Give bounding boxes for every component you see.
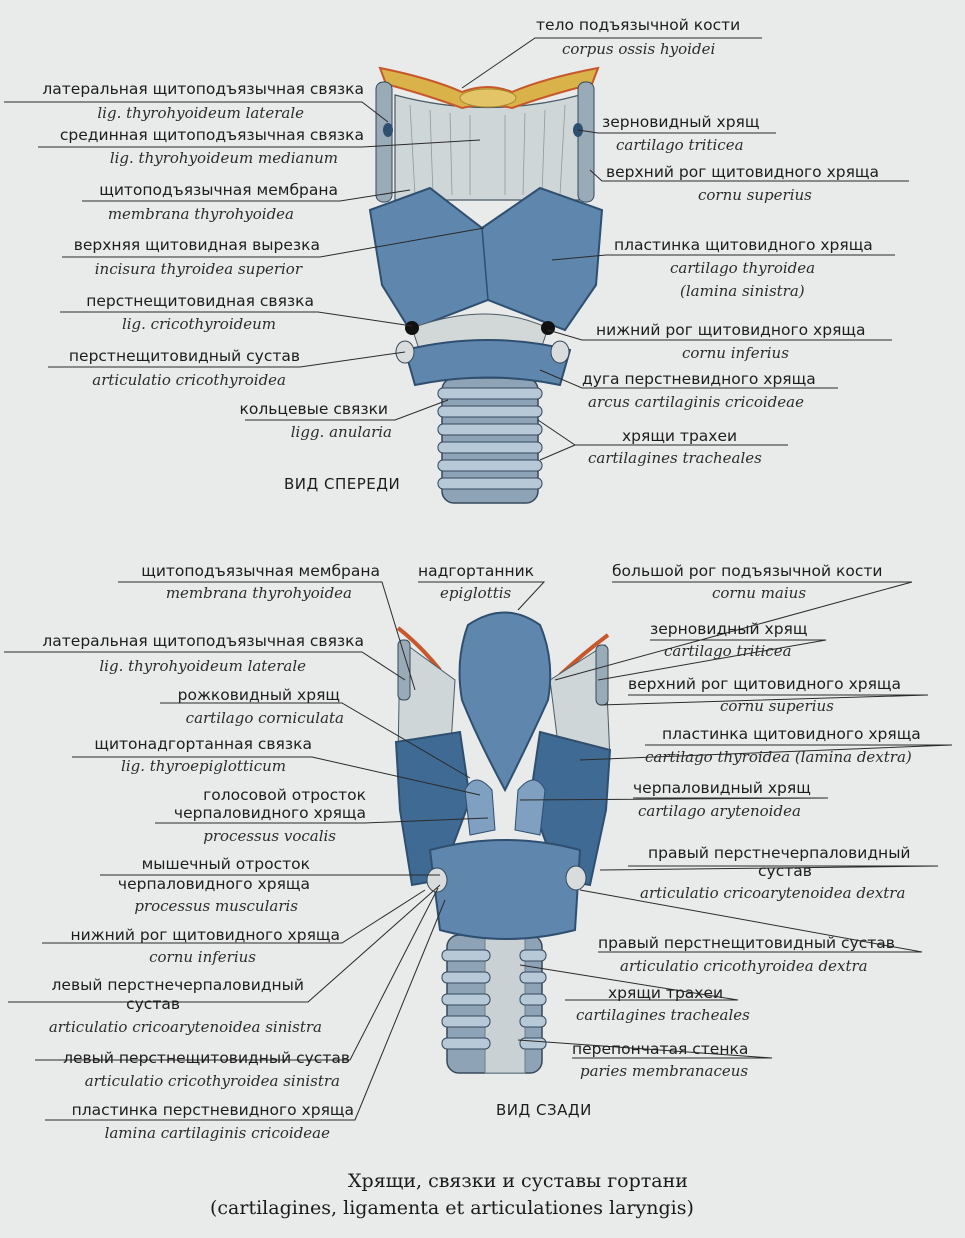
label-back-membrana-la: membrana thyrohyoidea	[165, 584, 352, 602]
label-back-lamina-dextra-la: cartilago thyroidea (lamina dextra)	[645, 748, 912, 766]
label-front-membrana-ru: щитоподъязычная мембрана	[99, 181, 338, 199]
label-front-cornu-inf-la: cornu inferius	[682, 344, 789, 362]
label-back-cornu-maius-la: cornu maius	[712, 584, 807, 602]
label-back-crico-aryt-dex-ru2: сустав	[758, 862, 812, 880]
label-back-lig-lat-la: lig. thyrohyoideum laterale	[99, 657, 306, 675]
label-front-cornu-sup-ru: верхний рог щитовидного хряща	[606, 163, 879, 181]
label-back-membrana-ru: щитоподъязычная мембрана	[141, 562, 380, 580]
label-back-cricothyr-sin-la: articulatio cricothyroidea sinistra	[84, 1072, 340, 1090]
label-front-cornu-inf-ru: нижний рог щитовидного хряща	[596, 321, 866, 339]
cricoid-arch-front	[403, 339, 572, 387]
label-back-cricothyr-sin-ru: левый перстнещитовидный сустав	[63, 1049, 350, 1067]
label-front-incisura-la: incisura thyroidea superior	[94, 260, 302, 278]
label-back-crico-aryt-dex-la: articulatio cricoarytenoidea dextra	[640, 884, 906, 902]
front-view-label: ВИД СПЕРЕДИ	[284, 475, 401, 493]
label-back-crico-aryt-sin-la: articulatio cricoarytenoidea sinistra	[48, 1018, 322, 1036]
label-front-corpus-ru: тело подъязычной кости	[536, 16, 741, 34]
label-front-triticea-la: cartilago triticea	[616, 136, 744, 154]
label-front-corpus-la: corpus ossis hyoidei	[562, 40, 716, 58]
label-back-muscularis-la: processus muscularis	[134, 897, 298, 915]
label-front-cricothyr-lig-la: lig. cricothyroideum	[121, 315, 276, 333]
label-front-cornu-sup-la: cornu superius	[698, 186, 812, 204]
label-back-vocalis-la: processus vocalis	[203, 827, 336, 845]
hyoid-body-front	[378, 66, 600, 110]
label-front-cricothyr-lig-ru: перстнещитовидная связка	[86, 292, 314, 310]
label-back-corniculata-la: cartilago corniculata	[185, 709, 344, 727]
label-back-lamina-cric-ru: пластинка перстневидного хряща	[71, 1101, 354, 1119]
label-back-membranaceus-la: paries membranaceus	[580, 1062, 749, 1080]
label-back-cornu-inf-la: cornu inferius	[149, 948, 256, 966]
epiglottis-shape	[458, 611, 552, 793]
label-back-tracheales-ru: хрящи трахеи	[608, 984, 724, 1002]
label-front-lamina-ru: пластинка щитовидного хряща	[614, 236, 873, 254]
cricoid-lamina-back	[428, 839, 582, 940]
label-front-anularia-la: ligg. anularia	[290, 423, 392, 441]
label-back-tracheales-la: cartilagines tracheales	[576, 1006, 750, 1024]
label-front-membrana-la: membrana thyrohyoidea	[107, 205, 294, 223]
front-leader-lines	[4, 37, 909, 461]
label-back-cricothyr-dex-la: articulatio cricothyroidea dextra	[620, 957, 868, 975]
label-front-cricothyr-art-la: articulatio cricothyroidea	[92, 371, 286, 389]
label-back-thyroepi-la: lig. thyroepiglotticum	[121, 757, 286, 775]
label-front-arcus-ru: дуга перстневидного хряща	[582, 370, 816, 388]
label-back-thyroepi-ru: щитонадгортанная связка	[94, 735, 312, 753]
label-front-lig-lat-ru: латеральная щитоподъязычная связка	[42, 80, 364, 98]
label-back-epiglottis-la: epiglottis	[440, 584, 512, 602]
label-back-triticea-ru: зерновидный хрящ	[650, 620, 808, 638]
label-back-lig-lat-ru: латеральная щитоподъязычная связка	[42, 632, 364, 650]
label-back-triticea-la: cartilago triticea	[664, 642, 792, 660]
label-front-tracheales-la: cartilagines tracheales	[588, 449, 762, 467]
label-front-lig-lat-la: lig. thyrohyoideum laterale	[97, 104, 304, 122]
label-front-lig-med-ru: срединная щитоподъязычная связка	[59, 126, 364, 144]
back-leader-lines	[4, 581, 953, 1121]
label-back-epiglottis-ru: надгортанник	[418, 562, 535, 580]
label-back-vocalis-ru2: черпаловидного хряща	[173, 804, 366, 822]
label-front-lamina-la2: (lamina sinistra)	[680, 282, 805, 300]
label-front-anularia-ru: кольцевые связки	[239, 400, 388, 418]
caption-line-1: Хрящи, связки и суставы гортани	[348, 1170, 688, 1192]
label-back-cricothyr-dex-ru: правый перстнещитовидный сустав	[598, 934, 895, 952]
label-back-cornu-sup-ru: верхний рог щитовидного хряща	[628, 675, 901, 693]
caption-line-2: (cartilagines, ligamenta et articulation…	[210, 1197, 694, 1219]
label-front-arcus-la: arcus cartilaginis cricoideae	[588, 393, 804, 411]
label-back-vocalis-ru: голосовой отросток	[203, 786, 366, 804]
label-front-triticea-ru: зерновидный хрящ	[602, 113, 760, 131]
label-front-lamina-la: cartilago thyroidea	[670, 259, 816, 277]
label-back-crico-aryt-sin-ru: левый перстнечерпаловидный	[51, 976, 304, 994]
label-back-membranaceus-ru: перепончатая стенка	[572, 1040, 749, 1058]
back-view-drawing	[394, 611, 612, 1074]
front-view-drawing	[368, 66, 604, 504]
label-back-cornu-inf-ru: нижний рог щитовидного хряща	[70, 926, 341, 944]
label-back-cornu-sup-la: cornu superius	[720, 697, 834, 715]
label-back-muscularis-ru: мышечный отросток	[141, 855, 310, 873]
label-front-tracheales-ru: хрящи трахеи	[622, 427, 738, 445]
label-back-corniculata-ru: рожковидный хрящ	[177, 686, 340, 704]
back-view-label: ВИД СЗАДИ	[496, 1101, 592, 1119]
label-back-muscularis-ru2: черпаловидного хряща	[117, 875, 310, 893]
trachea-front	[437, 377, 543, 504]
label-back-crico-aryt-dex-ru: правый перстнечерпаловидный	[648, 844, 911, 862]
label-front-cricothyr-art-ru: перстнещитовидный сустав	[68, 347, 300, 365]
label-back-crico-aryt-sin-ru2: сустав	[126, 995, 180, 1013]
label-front-lig-med-la: lig. thyrohyoideum medianum	[109, 149, 338, 167]
label-front-incisura-ru: верхняя щитовидная вырезка	[73, 236, 320, 254]
thyrohyoid-membrane-front	[394, 94, 581, 201]
label-back-arytenoidea-la: cartilago arytenoidea	[638, 802, 801, 820]
label-back-lamina-dextra-ru: пластинка щитовидного хряща	[662, 725, 921, 743]
label-back-arytenoidea-ru: черпаловидный хрящ	[633, 779, 811, 797]
label-back-lamina-cric-la: lamina cartilaginis cricoideae	[104, 1124, 330, 1142]
thyroid-cartilage-front	[368, 186, 604, 332]
label-back-cornu-maius-ru: большой рог подъязычной кости	[612, 562, 883, 580]
